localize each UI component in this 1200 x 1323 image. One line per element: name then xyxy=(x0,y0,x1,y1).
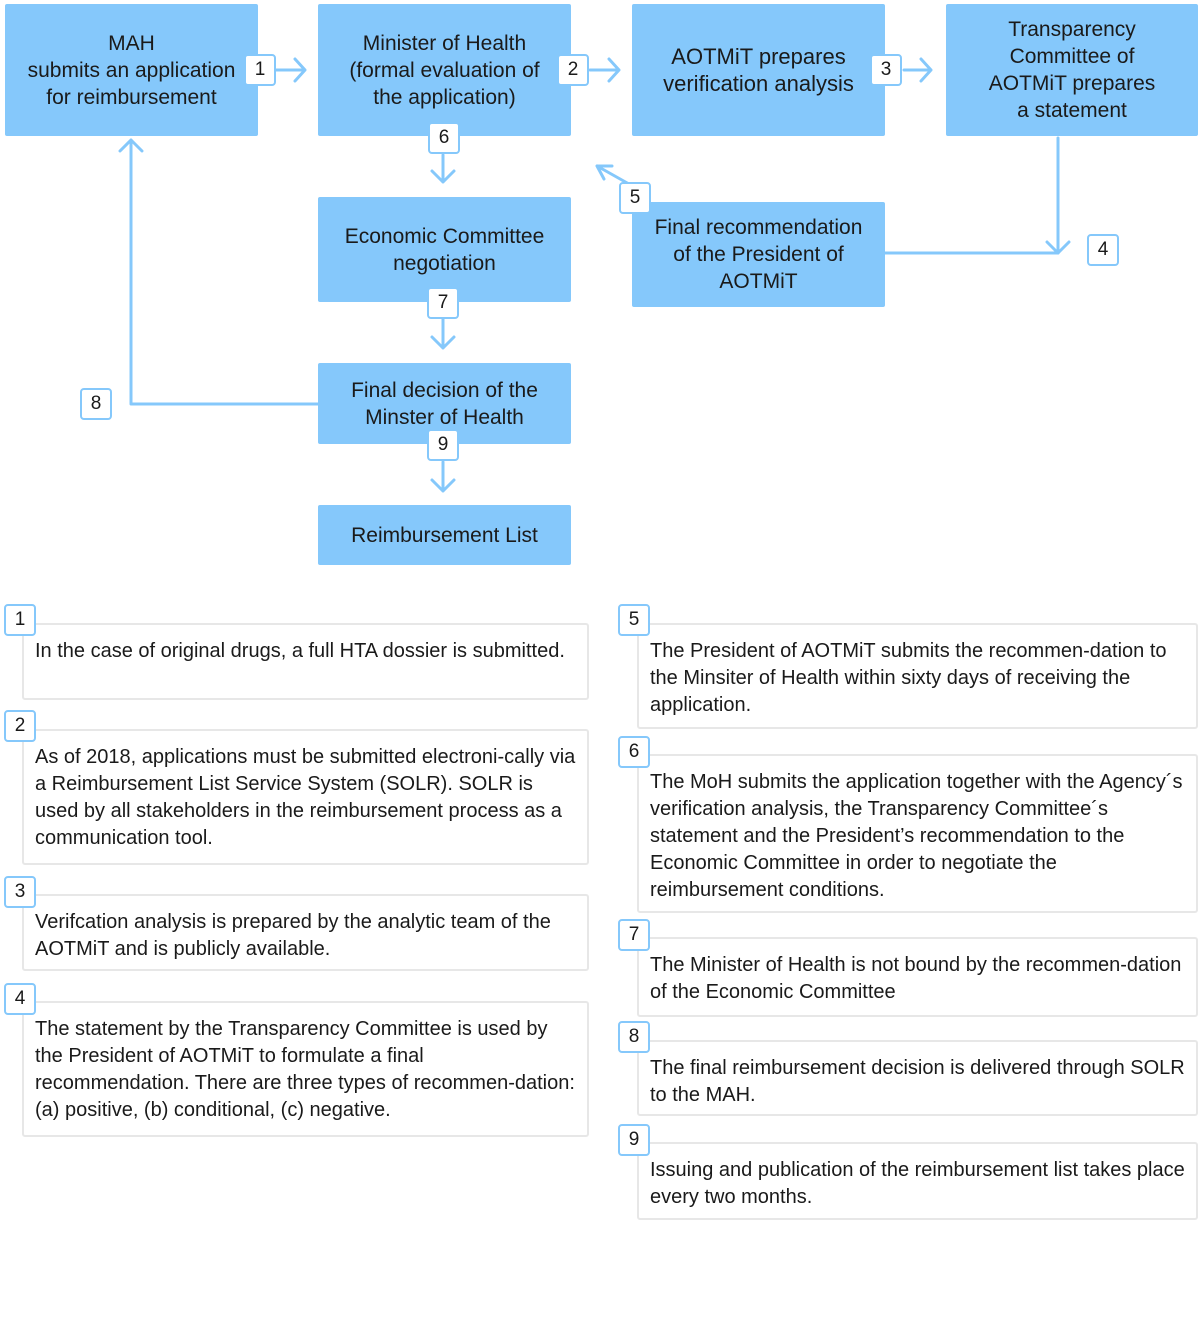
arrow-2 xyxy=(588,57,621,83)
reimbursement-list-box: Reimbursement List xyxy=(318,505,571,565)
arrow-4 xyxy=(1045,136,1071,255)
note-badge-4: 4 xyxy=(4,983,36,1015)
note-badge-6: 6 xyxy=(618,736,650,768)
step-badge-1: 1 xyxy=(244,54,276,86)
step-badge-5: 5 xyxy=(619,182,651,214)
mah-box: MAH submits an application for reimburse… xyxy=(5,4,258,136)
note-badge-7: 7 xyxy=(618,919,650,951)
note-badge-9: 9 xyxy=(618,1124,650,1156)
note-6: The MoH submits the application together… xyxy=(637,754,1198,913)
note-1: In the case of original drugs, a full HT… xyxy=(22,623,589,700)
arrow-5 xyxy=(595,164,631,186)
note-badge-2: 2 xyxy=(4,710,36,742)
aotmit-box: AOTMiT prepares verification analysis xyxy=(632,4,885,136)
transparency-box: Transparency Committee of AOTMiT prepare… xyxy=(946,4,1198,136)
note-badge-5: 5 xyxy=(618,604,650,636)
note-9-text: Issuing and publication of the reimburse… xyxy=(650,1159,1185,1208)
flow-connectors xyxy=(118,57,1071,493)
arrow-6 xyxy=(430,153,456,184)
step-badge-6: 6 xyxy=(428,122,460,154)
note-7-text: The Minister of Health is not bound by t… xyxy=(650,954,1182,1003)
step-badge-4: 4 xyxy=(1087,234,1119,266)
note-badge-8: 8 xyxy=(618,1021,650,1053)
note-8-text: The final reimbursement decision is deli… xyxy=(650,1057,1185,1106)
note-6-text: The MoH submits the application together… xyxy=(650,771,1183,901)
note-5: The President of AOTMiT submits the reco… xyxy=(637,623,1198,729)
note-1-text: In the case of original drugs, a full HT… xyxy=(35,640,565,662)
arrow-8 xyxy=(118,138,320,406)
note-4: The statement by the Transparency Commit… xyxy=(22,1001,589,1137)
note-badge-3: 3 xyxy=(4,876,36,908)
note-badge-1: 1 xyxy=(4,604,36,636)
step-badge-7: 7 xyxy=(427,287,459,319)
note-9: Issuing and publication of the reimburse… xyxy=(637,1142,1198,1220)
note-4-text: The statement by the Transparency Commit… xyxy=(35,1018,575,1121)
note-7: The Minister of Health is not bound by t… xyxy=(637,937,1198,1017)
step-badge-9: 9 xyxy=(427,429,459,461)
arrow-1 xyxy=(274,57,307,83)
arrow-3 xyxy=(902,57,933,83)
note-2: As of 2018, applications must be submitt… xyxy=(22,729,589,865)
final-recommendation-box: Final recommendation of the President of… xyxy=(632,202,885,307)
minister-box: Minister of Health (formal evaluation of… xyxy=(318,4,571,136)
step-badge-3: 3 xyxy=(870,54,902,86)
arrow-9 xyxy=(430,460,456,493)
note-2-text: As of 2018, applications must be submitt… xyxy=(35,746,576,849)
note-3-text: Verifcation analysis is prepared by the … xyxy=(35,911,551,960)
economic-committee-box: Economic Committee negotiation xyxy=(318,197,571,302)
step-badge-8: 8 xyxy=(80,388,112,420)
note-5-text: The President of AOTMiT submits the reco… xyxy=(650,640,1167,716)
arrow-7 xyxy=(430,317,456,350)
step-badge-2: 2 xyxy=(557,54,589,86)
note-3: Verifcation analysis is prepared by the … xyxy=(22,894,589,971)
note-8: The final reimbursement decision is deli… xyxy=(637,1040,1198,1116)
